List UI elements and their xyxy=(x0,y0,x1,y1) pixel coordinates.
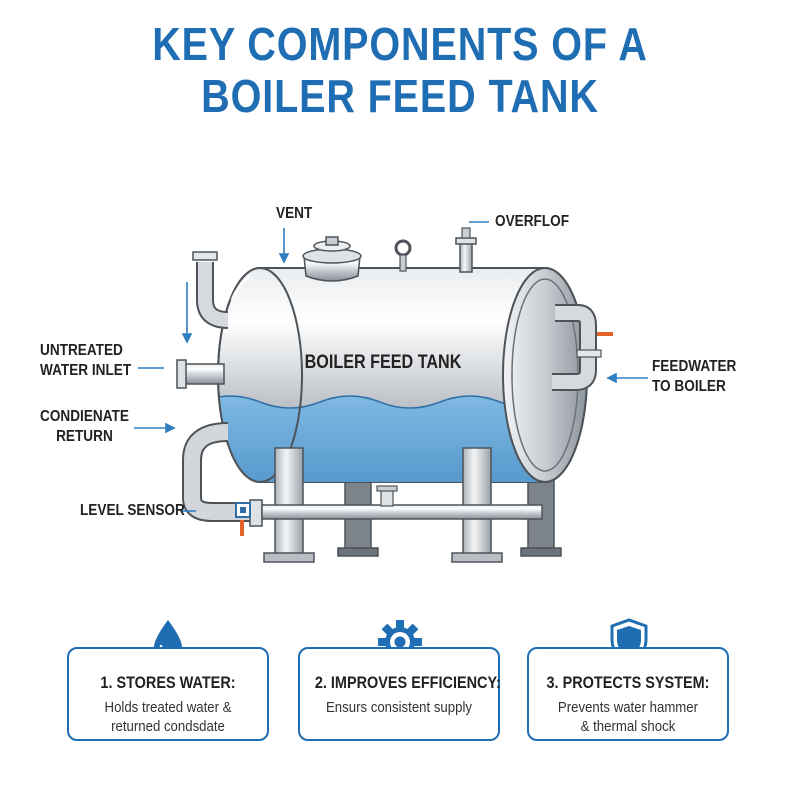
untreated-inlet-pipe xyxy=(176,251,229,389)
tank-body xyxy=(217,267,588,483)
card-line: Ensurs consistent supply xyxy=(325,699,472,716)
card-text: Prevents water hammer & thermal shock xyxy=(541,698,715,736)
card-title: 3. PROTECTS SYSTEM: xyxy=(546,673,710,692)
card-line: Prevents water hammer xyxy=(557,699,699,716)
card-line: & thermal shock xyxy=(580,718,676,735)
title-line-1: KEY COMPONENTS OF A xyxy=(152,18,648,70)
callout-feedwater-line-2: TO BOILER xyxy=(652,378,726,395)
callout-arrows xyxy=(134,221,648,512)
callout-overflow: OVERFLOF xyxy=(495,213,570,230)
card-improves-efficiency: 2. IMPROVES EFFICIENCY: Ensurs consisten… xyxy=(298,647,501,741)
feedwater-pipe xyxy=(552,304,613,391)
callout-condensate-line-2: RETURN xyxy=(56,428,113,445)
page-title: KEY COMPONENTS OF A BOILER FEED TANK xyxy=(56,18,744,122)
card-stores-water: 1. STORES WATER: Holds treated water & r… xyxy=(67,647,269,741)
condensate-return-pipe xyxy=(182,422,543,527)
overflow-pipe xyxy=(455,227,477,273)
callout-vent: VENT xyxy=(276,205,313,222)
callout-condensate-line-1: CONDIENATE xyxy=(40,408,129,425)
card-title: 1. STORES WATER: xyxy=(100,673,236,692)
front-supports xyxy=(263,447,503,563)
tank-label: BOILER FEED TANK xyxy=(304,352,462,373)
title-line-2: BOILER FEED TANK xyxy=(201,70,599,122)
vent-manway xyxy=(302,236,362,282)
lifting-eye xyxy=(394,239,412,272)
level-sensor xyxy=(235,485,398,536)
card-text: Ensurs consistent supply xyxy=(312,698,486,717)
card-line: Holds treated water & xyxy=(104,699,232,716)
callout-feedwater: FEEDWATER TO BOILER xyxy=(652,357,736,397)
callout-untreated-line-1: UNTREATED xyxy=(40,342,123,359)
callout-level-sensor: LEVEL SENSOR xyxy=(80,502,185,519)
card-protects-system: 3. PROTECTS SYSTEM: Prevents water hamme… xyxy=(527,647,729,741)
callout-condensate-return: CONDIENATE RETURN xyxy=(40,407,129,447)
card-line: returned condsdate xyxy=(111,718,225,735)
card-title: 2. IMPROVES EFFICIENCY: xyxy=(314,673,501,692)
callout-feedwater-line-1: FEEDWATER xyxy=(652,358,737,375)
callout-untreated-line-2: WATER INLET xyxy=(40,362,132,379)
callout-untreated-inlet: UNTREATED WATER INLET xyxy=(40,341,131,381)
card-text: Holds treated water & returned condsdate xyxy=(81,698,255,736)
